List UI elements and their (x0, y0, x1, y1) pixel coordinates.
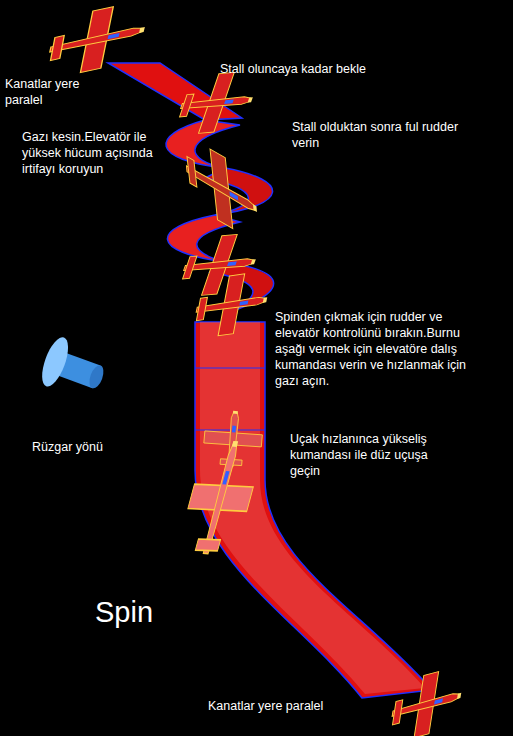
airplane-fuselage (186, 164, 255, 212)
annotation-text: Rüzgar yönü (32, 439, 152, 455)
airplane-engine (253, 204, 257, 212)
airplane-tail (50, 35, 66, 60)
airplane-tail (392, 700, 404, 725)
airplane (387, 664, 466, 736)
airplane-engine (251, 259, 256, 264)
airplane-canopy (222, 471, 229, 485)
annotation-text: Stall olduktan sonra ful rudder verin (292, 119, 462, 151)
airplane (43, 0, 151, 80)
airplane-tail (187, 156, 197, 187)
diagram-title: Spin (95, 596, 153, 628)
airplane-canopy (227, 262, 237, 266)
airplane-tail (179, 94, 195, 117)
airplane (177, 439, 265, 556)
airplane (190, 270, 273, 340)
annotation-text: Stall oluncaya kadar bekle (220, 61, 420, 77)
airplane-canopy (230, 191, 239, 200)
airplane (184, 134, 260, 244)
wind-cylinder-cap (37, 334, 74, 390)
ribbon-segment-line (195, 368, 265, 369)
airplane-engine (233, 411, 238, 414)
annotation-text: Kanatlar yere paralel (208, 698, 408, 714)
airplane-canopy (232, 426, 236, 433)
airplane-engine (263, 297, 268, 302)
airplane-tail (196, 297, 208, 321)
airplane-canopy (434, 698, 443, 704)
wind-cylinder-end (87, 364, 106, 391)
airplane-tail (195, 538, 220, 552)
airplane-engine (457, 693, 461, 699)
ribbon-segment-line (195, 430, 265, 431)
airplane-canopy (239, 301, 248, 306)
airplane (171, 70, 263, 136)
airplane-tail (182, 256, 198, 279)
annotation-text: Uçak hızlanınca yükseliş kumandası ile d… (290, 431, 452, 479)
airplane-engine (248, 97, 253, 102)
airplane-fuselage (202, 444, 238, 553)
wind-indicator (37, 334, 111, 403)
airplane (174, 232, 266, 298)
annotation-text: Spinden çıkmak için rudder ve elevatör k… (275, 309, 480, 389)
airplane-engine (232, 441, 238, 447)
annotation-text: Kanatlar yere paralel (5, 76, 110, 108)
annotation-text: Gazı kesin.Elevatör ile yüksek hücum açı… (22, 129, 162, 177)
ribbon-group (108, 63, 432, 698)
airplane-engine (139, 27, 145, 33)
airplane-canopy (108, 33, 120, 39)
airplane-canopy (224, 100, 234, 104)
